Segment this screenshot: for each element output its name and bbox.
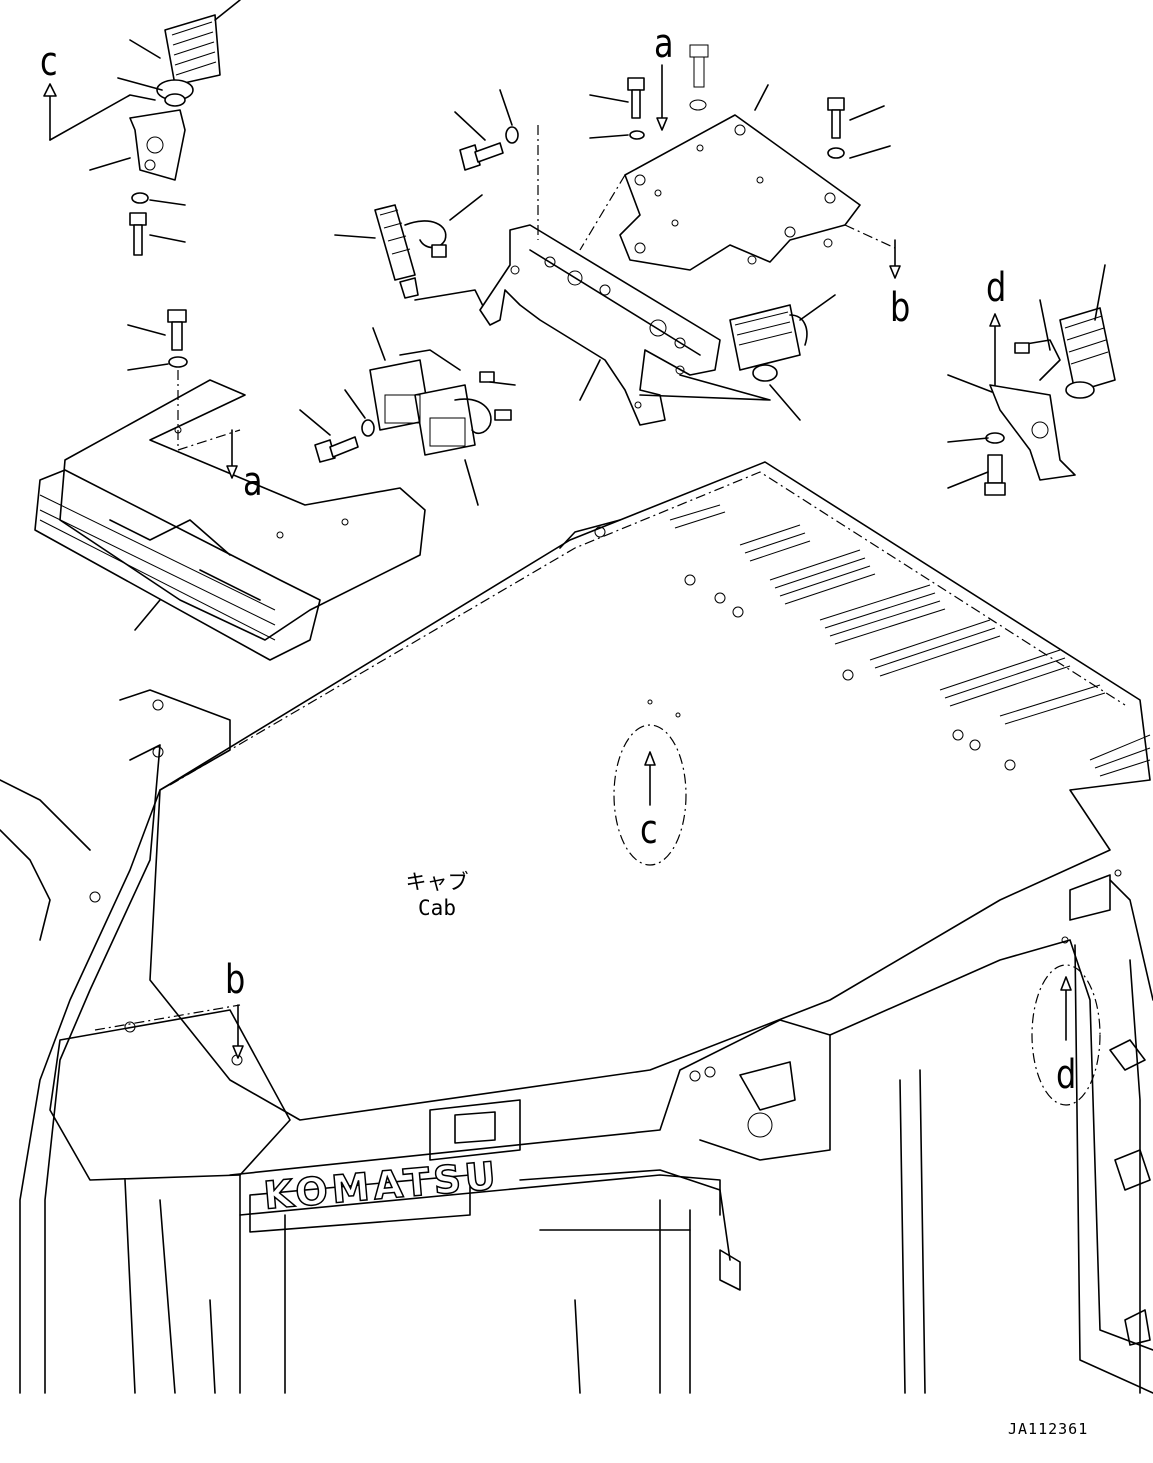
bracket-icon — [479, 224, 721, 426]
work-lamp-icon — [369, 349, 512, 456]
view-label-d-oval: d — [1056, 1052, 1077, 1098]
view-label-a-top: a — [654, 21, 674, 67]
bolt-icon — [827, 97, 845, 139]
cab-label-english: Cab — [418, 896, 456, 920]
mounting-plate — [619, 114, 861, 271]
bolt-icon — [689, 44, 709, 88]
work-lamp-icon — [374, 204, 447, 299]
washer-icon — [505, 126, 519, 144]
view-label-b-right: b — [890, 285, 911, 331]
washer-icon — [361, 419, 375, 437]
bracket-icon — [129, 109, 186, 181]
bolt-icon — [459, 142, 504, 171]
washer-icon — [827, 147, 845, 159]
front-guard-cover — [34, 379, 426, 661]
cab-roof — [0, 461, 1153, 1394]
work-lamp-icon — [729, 304, 808, 382]
view-label-b-bottom: b — [225, 957, 246, 1003]
view-label-d-right: d — [986, 265, 1007, 311]
washer-icon — [131, 192, 149, 204]
bolt-icon — [129, 212, 147, 256]
bolt-icon — [314, 436, 359, 463]
bolt-icon — [167, 309, 187, 351]
bracket-icon — [989, 384, 1076, 481]
washer-icon — [629, 130, 645, 140]
washer-icon — [168, 356, 188, 368]
washer-icon — [689, 99, 707, 111]
work-lamp-icon — [1014, 307, 1116, 399]
view-label-a-mid: a — [243, 459, 263, 505]
work-lamp-icon — [156, 14, 221, 107]
view-label-c-top: c — [40, 39, 58, 85]
bolt-icon — [627, 77, 645, 119]
drawing-code: JA112361 — [1008, 1420, 1089, 1438]
cab-label-japanese: キャブ — [405, 870, 469, 894]
view-label-c-oval: c — [640, 807, 658, 853]
bolt-icon — [984, 454, 1006, 496]
